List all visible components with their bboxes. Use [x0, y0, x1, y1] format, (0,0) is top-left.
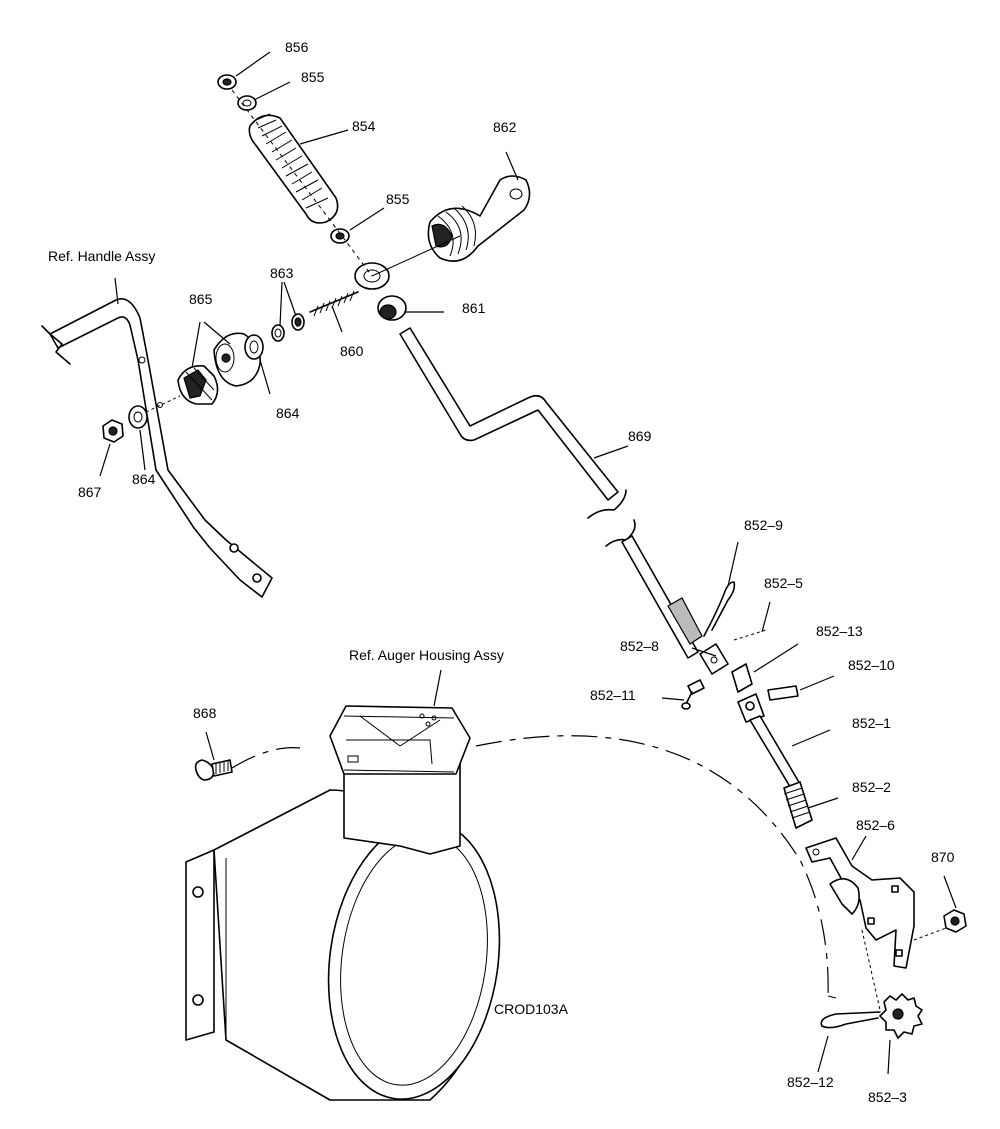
callout-852-1: 852–1: [852, 715, 891, 731]
callout-864-upper: 864: [276, 405, 300, 421]
callout-870: 870: [931, 849, 955, 865]
ref-handle-assy: Ref. Handle Assy: [48, 248, 155, 264]
carriage-bolt-868: [194, 759, 233, 781]
washer-864-lower: [128, 405, 148, 429]
callout-852-6: 852–6: [856, 817, 895, 833]
bushing-861: [377, 295, 407, 321]
eyebolt-860: [309, 262, 390, 317]
washers-864-863: [244, 313, 305, 360]
locknut-867: [102, 419, 124, 443]
clevis-assembly: [667, 581, 813, 829]
callout-852-5: 852–5: [764, 575, 803, 591]
callout-852-13: 852–13: [816, 623, 863, 639]
callout-852-8: 852–8: [620, 638, 659, 654]
callout-864-lower: 864: [132, 471, 156, 487]
washers-856-855: [217, 74, 257, 111]
callout-852-9: 852–9: [744, 517, 783, 533]
callout-852-3: 852–3: [868, 1089, 907, 1105]
callout-855-lower: 855: [386, 191, 410, 207]
callout-852-2: 852–2: [852, 779, 891, 795]
callout-856: 856: [285, 39, 309, 55]
callout-labels: 856 855 854 855 862 863 865 860 861 864 …: [48, 39, 955, 1105]
auger-housing: [185, 705, 501, 1101]
callout-852-10: 852–10: [848, 657, 895, 673]
boot-862: [427, 175, 531, 262]
gear-852-3: [879, 993, 923, 1039]
callout-860: 860: [340, 343, 364, 359]
callout-852-11: 852–11: [590, 687, 636, 703]
callout-862: 862: [493, 119, 517, 135]
callout-865: 865: [189, 291, 213, 307]
washer-855-lower: [330, 228, 350, 244]
callout-861: 861: [462, 300, 486, 316]
handle-arm: [41, 298, 273, 598]
callout-868: 868: [193, 705, 217, 721]
bracket-852-6: [805, 837, 915, 1011]
callout-867: 867: [78, 484, 102, 500]
ref-auger-housing-assy: Ref. Auger Housing Assy: [349, 647, 504, 663]
diagram-id: CROD103A: [494, 1001, 569, 1017]
shift-rod-869: [399, 327, 699, 659]
leader-lines: [99, 51, 957, 1075]
hairpin-852-12: [820, 1011, 881, 1029]
callout-852-12: 852–12: [787, 1074, 834, 1090]
callout-863: 863: [270, 265, 294, 281]
callout-854: 854: [352, 118, 376, 134]
callout-869: 869: [628, 428, 652, 444]
callout-855-upper: 855: [301, 69, 325, 85]
nut-870: [943, 909, 967, 933]
shift-guide-865: [177, 332, 261, 405]
